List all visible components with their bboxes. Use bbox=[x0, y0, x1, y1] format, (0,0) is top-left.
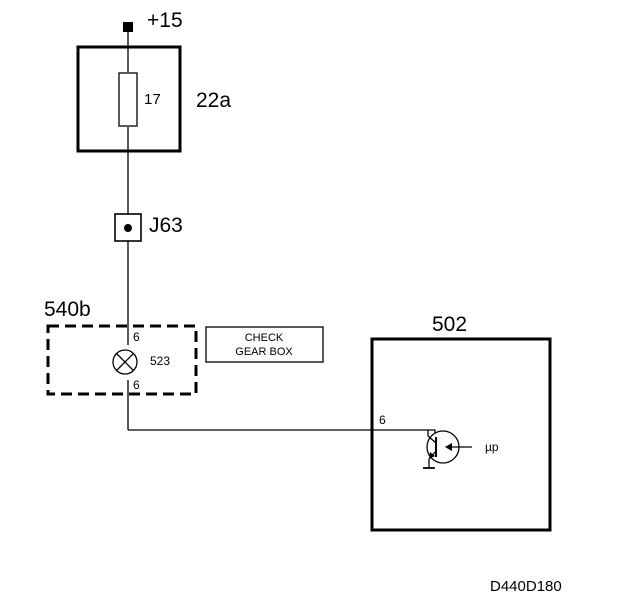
lamp-unit-id: 540b bbox=[44, 298, 91, 321]
drawing-number: D440D180 bbox=[490, 578, 562, 595]
message-line-1: CHECK bbox=[245, 332, 284, 344]
microprocessor-label: µp bbox=[485, 440, 499, 454]
fuse-box bbox=[76, 45, 182, 153]
message-line-2: GEAR BOX bbox=[235, 346, 293, 358]
lamp-unit-box bbox=[46, 324, 198, 396]
control-unit-id: 502 bbox=[432, 313, 467, 336]
lamp-number: 523 bbox=[150, 354, 170, 368]
fuse-number: 17 bbox=[144, 91, 161, 108]
lamp-pin-out: 6 bbox=[133, 378, 140, 392]
fuse-box-id: 22a bbox=[196, 89, 231, 112]
transistor-icon bbox=[423, 430, 472, 469]
supply-label: +15 bbox=[147, 9, 183, 32]
lamp-icon bbox=[112, 349, 138, 375]
control-unit-box bbox=[370, 337, 552, 532]
connector-pin-icon bbox=[124, 224, 132, 232]
message-box bbox=[205, 326, 324, 363]
connector-id: J63 bbox=[149, 214, 183, 237]
control-unit-pin: 6 bbox=[379, 413, 386, 427]
fuse-icon bbox=[118, 72, 138, 127]
supply-terminal-icon bbox=[123, 22, 133, 32]
lamp-pin-in: 6 bbox=[133, 330, 140, 344]
